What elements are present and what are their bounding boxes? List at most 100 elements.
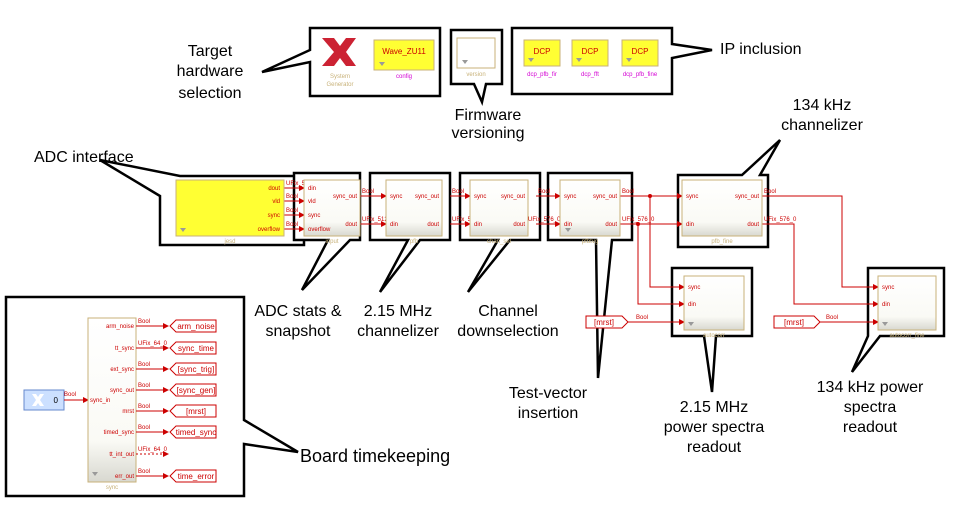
sync-port-type: Bool: [138, 362, 150, 368]
svg-text:sync_out: sync_out: [415, 194, 439, 200]
goto-tag[interactable]: [169, 469, 217, 483]
svg-text:power spectra: power spectra: [664, 419, 765, 436]
svg-text:sync: sync: [686, 194, 698, 200]
svg-text:din: din: [308, 186, 316, 192]
svg-text:versioning: versioning: [452, 125, 525, 142]
input-block[interactable]: din vld sync overflow sync_out dout inpu…: [303, 179, 361, 245]
svg-text:sync: sync: [882, 285, 894, 291]
svg-text:pfb: pfb: [410, 239, 419, 245]
sync-block[interactable]: sync_in sync: [87, 317, 137, 491]
svg-text:sync: sync: [474, 194, 486, 200]
goto-tag[interactable]: [169, 425, 217, 439]
caption-firmware: Firmware versioning: [452, 107, 525, 142]
goto-tag[interactable]: [169, 362, 217, 376]
svg-text:dcp_fft: dcp_fft: [581, 72, 599, 78]
sync-port-type: Bool: [138, 319, 150, 325]
svg-text:Bool: Bool: [636, 315, 648, 321]
svg-text:overflow: overflow: [258, 227, 281, 233]
dcp-pfb-fine-block[interactable]: DCP dcp_pfb_fine: [621, 39, 659, 78]
svg-text:dcp_pfb_fir: dcp_pfb_fir: [527, 72, 557, 78]
goto-tag[interactable]: [169, 341, 217, 355]
svg-text:spectra: spectra: [844, 399, 897, 416]
svg-text:Test-vector: Test-vector: [509, 385, 588, 402]
pfb-fine-block[interactable]: sync din sync_out dout pfb_fine: [681, 179, 763, 245]
pfb-block[interactable]: sync din sync_out dout pfb: [385, 179, 443, 245]
svg-text:UFix_512_0: UFix_512_0: [286, 181, 319, 187]
goto-tag-label: [sync_trig]: [178, 365, 214, 374]
caption-adc-stats: ADC stats & snapshot: [254, 303, 341, 340]
caption-target: Target hardware selection: [177, 43, 244, 102]
pfbtvg-block[interactable]: sync din sync_out dout pfbtvg: [559, 179, 621, 245]
jesd-block[interactable]: dout vld sync overflow jesd: [175, 179, 285, 245]
sync-port-ext_sync: ext_sync: [110, 367, 134, 373]
sysgen-block[interactable]: System Generator: [322, 38, 356, 88]
svg-text:Target: Target: [188, 43, 233, 60]
svg-text:sync: sync: [268, 213, 280, 219]
svg-text:vld: vld: [308, 199, 316, 205]
svg-text:din: din: [686, 222, 694, 228]
callout-ip: [510, 26, 713, 96]
svg-text:readout: readout: [843, 419, 898, 436]
sync-port-type: Bool: [138, 469, 150, 475]
caption-ps215: 2.15 MHz power spectra readout: [664, 399, 765, 456]
caption-downsel: Channel downselection: [457, 303, 558, 340]
sync-port-type: UFix_64_0: [138, 447, 168, 453]
svg-text:UFix_576_0: UFix_576_0: [622, 217, 655, 223]
svg-text:[mrst]: [mrst]: [784, 318, 804, 327]
goto-tag[interactable]: [169, 319, 217, 333]
goto-tag[interactable]: [169, 404, 217, 418]
svg-text:autocorr: autocorr: [703, 333, 725, 339]
svg-text:Wave_ZU11: Wave_ZU11: [382, 47, 426, 56]
svg-text:134 kHz power: 134 kHz power: [817, 379, 924, 396]
sync-port-mrst: mrst: [122, 409, 134, 415]
caption-chan215: 2.15 MHz channelizer: [357, 303, 440, 340]
svg-text:UFix_512: UFix_512: [362, 217, 388, 223]
svg-text:DCP: DCP: [632, 47, 649, 56]
svg-text:DCP: DCP: [534, 47, 551, 56]
callout-board: [4, 295, 299, 498]
signal-type-labels: UFix_512_0 Bool Bool Bool Bool UFix_512 …: [286, 181, 838, 321]
svg-text:sync: sync: [106, 485, 118, 491]
svg-text:0: 0: [54, 396, 59, 405]
svg-text:sync_out: sync_out: [735, 194, 759, 200]
svg-text:channelizer: channelizer: [357, 323, 440, 340]
svg-text:Bool: Bool: [286, 222, 298, 228]
goto-tag[interactable]: [169, 383, 217, 397]
svg-text:pfbtvg: pfbtvg: [582, 239, 598, 245]
svg-text:134 kHz: 134 kHz: [793, 97, 852, 114]
svg-text:sync: sync: [688, 285, 700, 291]
svg-text:Bool: Bool: [286, 194, 298, 200]
svg-text:ADC stats &: ADC stats &: [254, 303, 341, 320]
autocorr-fine-block[interactable]: sync din autocorr_fine: [877, 275, 937, 339]
caption-adc-interface: ADC interface: [34, 149, 134, 166]
const-block[interactable]: 0: [23, 389, 65, 411]
svg-text:Bool: Bool: [286, 208, 298, 214]
mrst-tag-134[interactable]: [mrst]: [773, 315, 821, 329]
svg-text:snapshot: snapshot: [266, 323, 331, 340]
config-block[interactable]: Wave_ZU11 config: [373, 39, 435, 80]
svg-text:Bool: Bool: [538, 189, 550, 195]
svg-text:version: version: [466, 72, 485, 78]
dcp-pfb-fir-block[interactable]: DCP dcp_pfb_fir: [523, 39, 561, 78]
svg-text:Bool: Bool: [764, 189, 776, 195]
svg-text:din: din: [882, 302, 890, 308]
sync-port-sync_out: sync_out: [110, 388, 134, 394]
svg-text:hardware: hardware: [177, 63, 244, 80]
chan-sel-block[interactable]: sync din sync_out dout chan_sel: [469, 179, 529, 245]
svg-text:DCP: DCP: [582, 47, 599, 56]
goto-tag-label: time_error: [178, 472, 215, 481]
sync-port-type: Bool: [138, 383, 150, 389]
svg-text:sync_in: sync_in: [90, 398, 110, 404]
autocorr-block[interactable]: sync din autocorr: [683, 275, 745, 339]
version-block[interactable]: version: [456, 37, 496, 78]
svg-text:downselection: downselection: [457, 323, 558, 340]
svg-text:dout: dout: [747, 222, 759, 228]
svg-text:Channel: Channel: [478, 303, 538, 320]
mrst-tag-215[interactable]: [mrst]: [585, 315, 629, 329]
goto-tag-label: arm_noise: [177, 322, 215, 331]
sync-port-tt_sync: tt_sync: [115, 346, 134, 352]
dcp-fft-block[interactable]: DCP dcp_fft: [571, 39, 609, 78]
